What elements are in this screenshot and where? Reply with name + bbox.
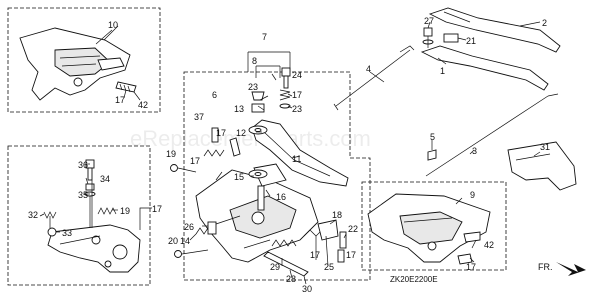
callout-17-main: 17: [216, 128, 226, 138]
callout-19: 17: [190, 156, 200, 166]
spring-part-19: [203, 149, 225, 157]
screw-part-41: [211, 127, 219, 143]
clip-part-5: [427, 149, 437, 161]
callout-36: 32: [28, 210, 38, 220]
washer-part-15: [248, 169, 268, 179]
callout-24: 21: [466, 36, 476, 46]
callout-40: 36: [78, 160, 88, 170]
nut-part-38: [85, 183, 95, 191]
spring-part-36: [43, 211, 57, 219]
callout-2: 2: [542, 18, 547, 28]
lever-part-1: [420, 45, 549, 91]
callout-3: 3: [472, 146, 477, 156]
callout-17-bottom-right: 17: [466, 262, 476, 272]
callout-21: 18: [332, 210, 342, 220]
callout-16: 16: [276, 192, 286, 202]
callout-9: 9: [470, 190, 475, 200]
governor-arm-subassembly: [47, 224, 141, 273]
callout-12: 12: [236, 128, 246, 138]
screw-part-23-lower: [174, 249, 209, 258]
bolt-part-25: [339, 231, 347, 249]
callout-30: 26: [184, 222, 194, 232]
control-wire-part-3: [425, 93, 559, 177]
callout-15: 15: [234, 172, 244, 182]
bolt-part-17-main-lower: [337, 249, 345, 263]
callout-4: 4: [366, 64, 371, 74]
lever-part-2: [428, 7, 561, 53]
governor-cover-assembly-bottom: [367, 193, 491, 263]
callout-42-right: 42: [484, 240, 494, 250]
callout-10: 10: [108, 20, 118, 30]
bolt-part-42-bottom-right: [463, 231, 481, 243]
callout-38: 34: [100, 174, 110, 184]
callout-31: 27: [424, 16, 434, 26]
callout-1: 1: [440, 66, 445, 76]
callout-labels: 10 17 42 7 8 6 23 24 17 23 13 12 17 37 1…: [28, 16, 550, 294]
bracket-part-21: [317, 219, 339, 241]
callout-32: 28: [286, 274, 296, 284]
callout-18: 17: [152, 204, 162, 214]
callout-8: 8: [252, 56, 257, 66]
collar-part-30: [207, 221, 217, 235]
main-group-box: [183, 71, 371, 281]
direction-label: FR.: [538, 262, 553, 272]
callout-13: 13: [234, 104, 244, 114]
inset-box-bottom-right: [361, 181, 507, 271]
bolt-part-17-bottom-right: [457, 253, 473, 265]
callout-23-lower: 20: [168, 236, 178, 246]
callout-35: 31: [540, 142, 550, 152]
callout-26: 23: [248, 82, 258, 92]
callout-14: 14: [180, 236, 190, 246]
callout-7: 7: [262, 32, 267, 42]
throttle-wire-part-4: [333, 45, 415, 111]
washer-part-27: [279, 103, 291, 109]
callout-20: 17: [292, 90, 302, 100]
callout-28: 24: [292, 70, 302, 80]
callout-41: 37: [194, 112, 204, 122]
fr-arrow-icon: [556, 262, 586, 276]
bolt-part-17-main: [229, 137, 241, 157]
callout-34: 30: [302, 284, 312, 294]
callout-17-lower: 17: [310, 250, 320, 260]
callout-23-upper: 19: [166, 149, 176, 159]
callout-25: 22: [348, 224, 358, 234]
bolt-part-28: [281, 67, 291, 89]
governor-cover-assembly-top: [19, 27, 131, 101]
inset-box-bottom-left: [7, 145, 151, 286]
nut-part-13: [251, 103, 265, 113]
callout-6: 6: [212, 90, 217, 100]
callout-27: 23: [292, 104, 302, 114]
screw-part-23-upper: [170, 164, 197, 173]
cap-part-26: [251, 91, 265, 101]
bushing-part-24: [443, 33, 459, 43]
callout-5: 5: [430, 132, 435, 142]
callout-42: 42: [138, 100, 148, 110]
callout-33: 29: [270, 262, 280, 272]
inset-box-top-left: [7, 7, 161, 113]
callout-11: 11: [292, 154, 301, 164]
spring-part-20: [279, 89, 291, 101]
callout-17-right: 17: [346, 250, 356, 260]
leader-lines: [39, 21, 541, 285]
callout-29: 25: [324, 262, 334, 272]
spring-part-22: [97, 207, 117, 215]
rod-part-33-34-32: [263, 239, 309, 277]
screw-part-37: [47, 227, 57, 237]
lever-part-35: [507, 141, 577, 191]
control-lever-part-11: [251, 119, 349, 187]
callout-22: 19: [120, 206, 130, 216]
callout-17: 17: [115, 95, 125, 105]
diagram-code: ZK20E2200E: [390, 275, 438, 284]
lever-shaft-part-16: [253, 163, 287, 211]
washer-part-12: [248, 125, 268, 135]
control-base-plate: [195, 169, 319, 263]
callout-39: 35: [78, 190, 88, 200]
callout-37: 33: [62, 228, 72, 238]
bracket-8: [255, 65, 281, 78]
